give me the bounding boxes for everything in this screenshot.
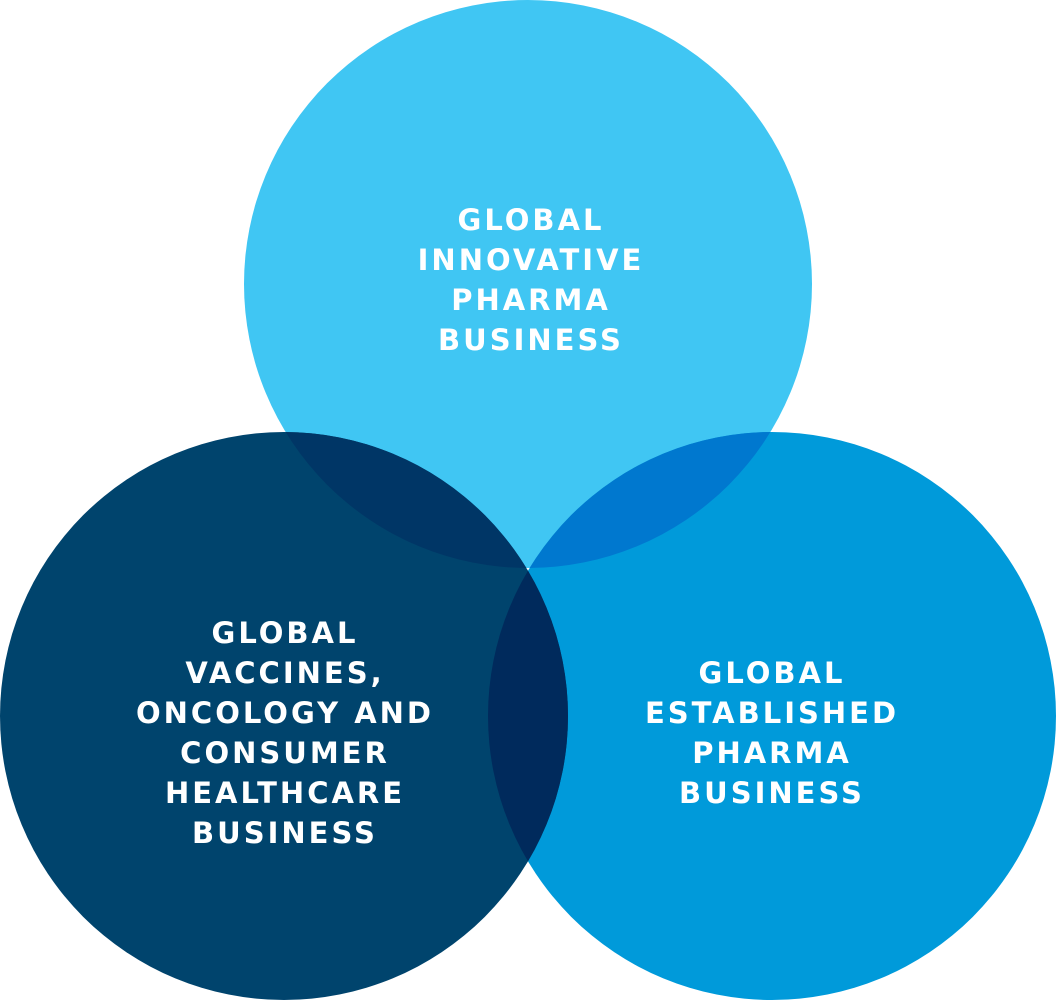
- circle-label-line: BUSINESS: [679, 776, 865, 810]
- label-vaccines: GLOBAL VACCINES, ONCOLOGY AND CONSUMER HEALT…: [136, 616, 434, 850]
- label-innovative: GLOBAL INNOVATIVE PHARMA BUSINESS: [418, 203, 645, 357]
- circle-label-line: VACCINES,: [185, 656, 384, 690]
- circle-vaccines: [0, 432, 568, 1000]
- circle-established: [488, 432, 1056, 1000]
- label-established: GLOBAL ESTABLISHED PHARMA BUSINESS: [645, 656, 899, 810]
- circle-label-line: ONCOLOGY AND: [136, 696, 434, 730]
- circle-label-line: INNOVATIVE: [418, 243, 645, 277]
- circle-label-line: GLOBAL: [458, 203, 605, 237]
- circle-label-line: BUSINESS: [192, 816, 378, 850]
- circle-label-line: GLOBAL: [699, 656, 846, 690]
- circle-label-line: ESTABLISHED: [645, 696, 899, 730]
- circle-label-line: GLOBAL: [212, 616, 359, 650]
- circle-label-line: PHARMA: [692, 736, 852, 770]
- circle-label-line: HEALTHCARE: [165, 776, 405, 810]
- circle-label-line: BUSINESS: [438, 323, 624, 357]
- circle-label-line: CONSUMER: [180, 736, 390, 770]
- circle-innovative: [244, 0, 812, 568]
- circle-label-line: PHARMA: [451, 283, 611, 317]
